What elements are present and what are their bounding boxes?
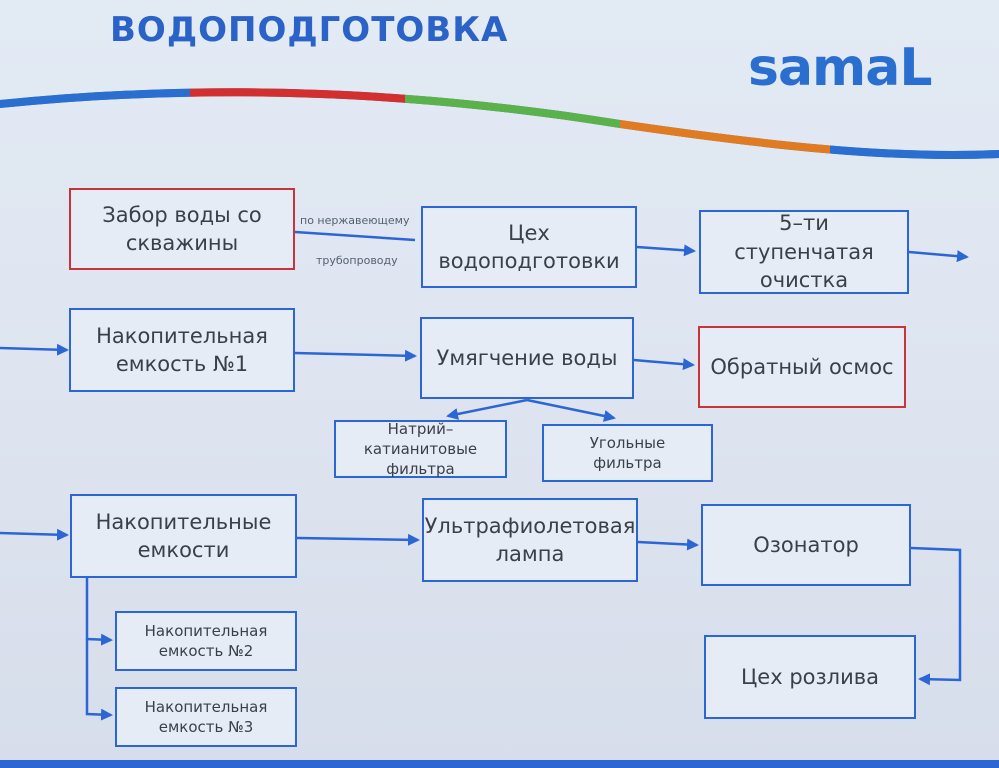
arrow-tanks-to-tank2 [85,578,113,646]
intake-box: Забор воды со скважины [69,188,295,270]
samal-logo: samaL [748,38,932,98]
tank1-box: Накопительная емкость №1 [69,308,295,392]
pipe-label-top: по нержавеющему [300,214,410,227]
arrow-soft-to-carbon [526,398,616,422]
softening-box: Умягчение воды [420,317,634,399]
uv-lamp-box: Ультрафиолетовая лампа [422,498,638,582]
treatment-shop-box: Цех водоподготовки [421,206,637,288]
slide-title: ВОДОПОДГОТОВКА [110,10,509,50]
five-stage-box: 5–ти ступенчатая очистка [699,210,909,294]
arrow-tank1-to-soft [294,349,417,362]
sodium-filters-box: Натрий–катианитовые фильтра [334,420,507,478]
bottling-box: Цех розлива [704,635,916,719]
arrow-soft-to-sodium [446,398,528,420]
arrow-five-out [908,250,969,263]
carbon-filters-box: Угольные фильтра [542,424,713,482]
bottom-strip [0,760,999,768]
pipe-connector [294,230,416,242]
arrow-ozon-to-bottling [910,546,962,686]
arrow-soft-to-ro [633,358,695,371]
tanks-box: Накопительные емкости [70,494,297,578]
reverse-osmosis-box: Обратный осмос [698,326,906,408]
arrow-tanks-to-tank3 [85,639,113,721]
arrow-shop-to-five [636,244,696,257]
arrow-uv-to-ozon [637,538,699,551]
arrow-in-tank1 [0,343,69,356]
arrow-in-tanks [0,528,69,541]
tank2-box: Накопительная емкость №2 [115,611,297,671]
ozonator-box: Озонатор [701,504,911,586]
pipe-label-bottom: трубопроводу [316,254,398,267]
arrow-tanks-to-uv [296,533,420,546]
tank3-box: Накопительная емкость №3 [115,687,297,747]
